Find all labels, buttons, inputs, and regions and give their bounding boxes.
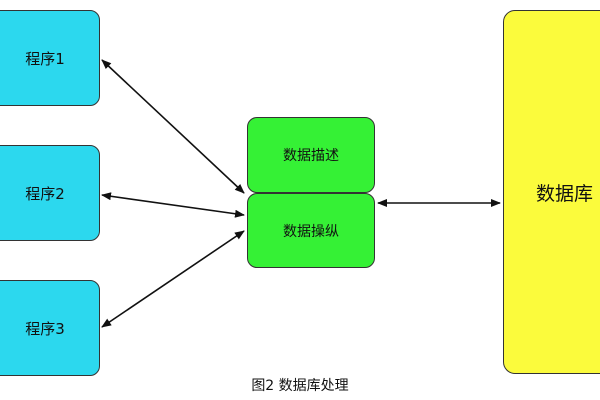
database-label: 数据库 — [536, 182, 594, 205]
arrow-program3-dbms — [101, 230, 245, 328]
data-description-box: 数据描述 — [247, 117, 375, 193]
program-2-box: 程序2 — [0, 145, 100, 241]
data-description-label: 数据描述 — [283, 148, 339, 164]
data-manipulation-box: 数据操纵 — [247, 193, 375, 268]
program-1-box: 程序1 — [0, 10, 100, 106]
program-2-label: 程序2 — [25, 184, 65, 203]
data-manipulation-label: 数据操纵 — [283, 223, 339, 240]
program-3-label: 程序3 — [25, 319, 65, 338]
program-3-box: 程序3 — [0, 280, 100, 376]
arrow-program1-dbms — [101, 59, 245, 194]
figure-caption: 图2 数据库处理 — [251, 378, 349, 394]
program-1-label: 程序1 — [25, 49, 65, 68]
arrow-program2-dbms — [101, 192, 245, 218]
database-box: 数据库 — [503, 10, 600, 374]
